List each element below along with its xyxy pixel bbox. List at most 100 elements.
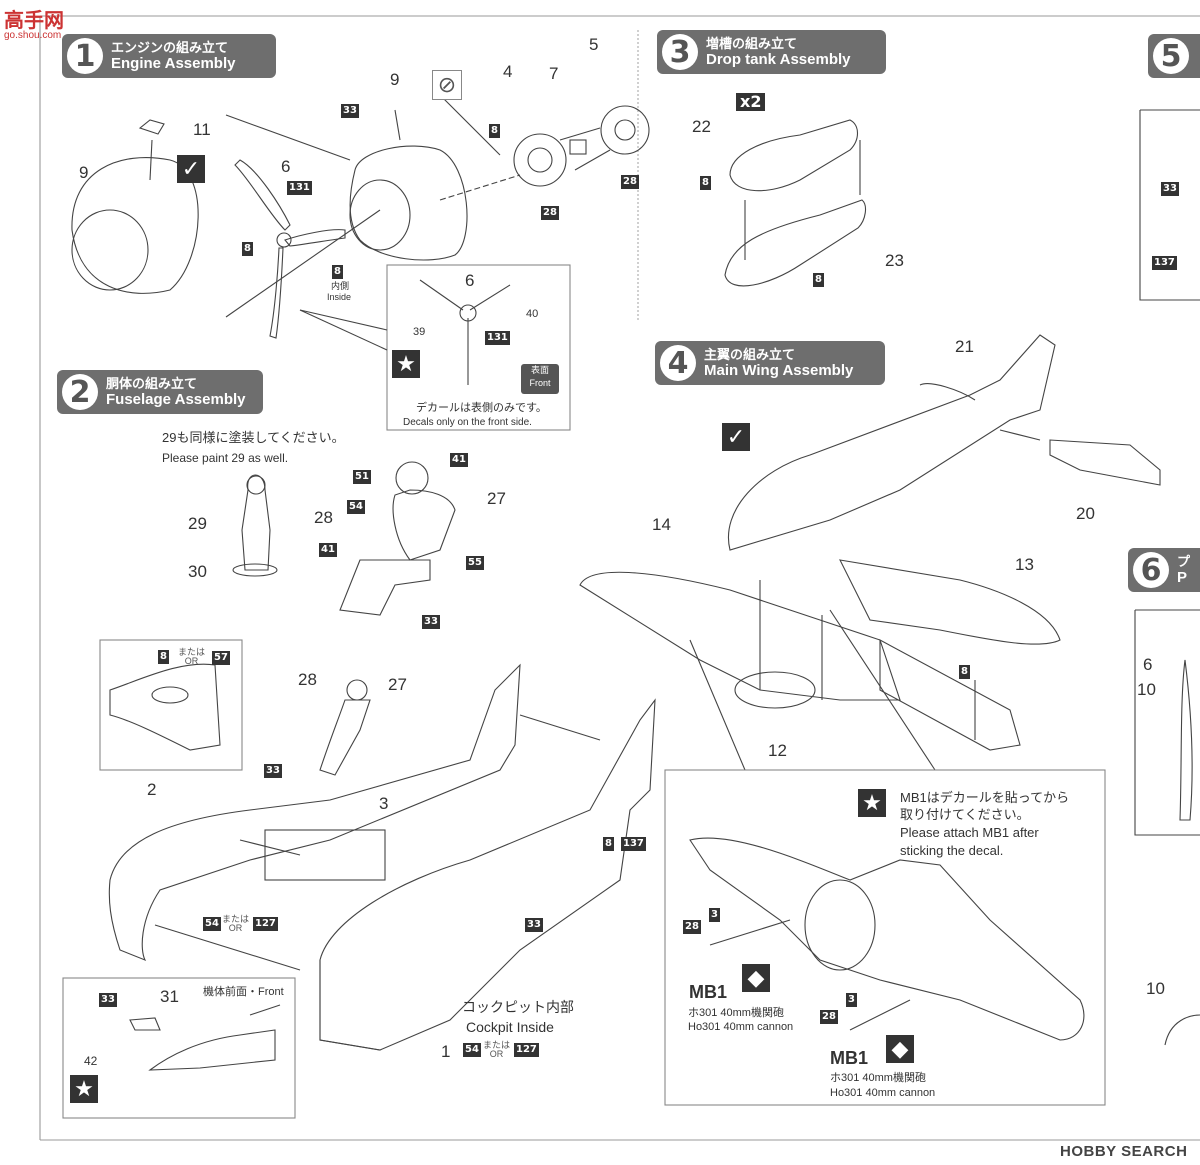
step-title-jp: プ	[1177, 553, 1191, 569]
cockpit-label-jp: コックピット内部	[462, 999, 574, 1015]
part-number: 28	[298, 670, 317, 689]
hobby-search-watermark: HOBBY SEARCH	[1060, 1143, 1188, 1160]
paint-code: 3	[846, 993, 857, 1007]
front-badge-jp: 表面	[530, 365, 549, 375]
paint-code: 131	[485, 331, 510, 345]
step-number: 5	[1153, 38, 1189, 74]
part-number: 31	[160, 987, 179, 1006]
step-title-en: Drop tank Assembly	[706, 50, 851, 68]
part-number: 9	[79, 163, 89, 182]
part-number: 2	[147, 780, 157, 799]
part-number: 10	[1137, 680, 1156, 699]
paint-code: 54	[203, 917, 221, 931]
no-glue-icon: ⊘	[432, 70, 462, 100]
cockpit-label-en: Cockpit Inside	[466, 1019, 554, 1035]
step-number: 4	[660, 345, 696, 381]
paint-code: 55	[466, 556, 484, 570]
step-number: 1	[67, 38, 103, 74]
part-number: 1	[441, 1042, 451, 1061]
decal-note-en: Decals only on the front side.	[403, 417, 532, 428]
part-number: 3	[379, 794, 389, 813]
part-number: 4	[503, 62, 513, 81]
or-jp: または	[178, 647, 206, 657]
paint-code: 8	[242, 242, 253, 256]
paint-code: 8	[813, 273, 824, 287]
paint-code: 8	[489, 124, 500, 138]
paint-code: 33	[99, 993, 117, 1007]
part-number: 27	[388, 675, 407, 694]
paint-stripe-icon: ✓	[177, 155, 205, 183]
or-jp: または	[222, 914, 250, 924]
part-number: 22	[692, 117, 711, 136]
step-title-jp: 主翼の組み立て	[704, 346, 796, 362]
inside-label-jp: 内側	[331, 281, 350, 291]
paint-code: 127	[253, 917, 278, 931]
star-decal-icon: ★	[70, 1075, 98, 1103]
paint-code: 41	[319, 543, 337, 557]
part-number: 13	[1015, 555, 1034, 574]
part-number: 9	[390, 70, 400, 89]
paint-code: 33	[1161, 182, 1179, 196]
star-decal-icon: ★	[858, 789, 886, 817]
paint-code: 8	[332, 265, 343, 279]
cannon-label-jp: ホ301 40mm機関砲	[830, 1072, 926, 1084]
mb1-note-en-1: Please attach MB1 after	[900, 825, 1039, 840]
step-title-jp: 増槽の組み立て	[706, 35, 798, 51]
step-number: 2	[62, 374, 98, 410]
paint-code: 131	[287, 181, 312, 195]
step-title-jp: 胴体の組み立て	[106, 375, 198, 391]
part-number: 42	[84, 1054, 98, 1068]
step-5-header: 5	[1148, 34, 1200, 78]
paint-code: 57	[212, 651, 230, 665]
paint-code: 54	[347, 500, 365, 514]
part-number: 39	[413, 326, 426, 338]
paint-code: 28	[621, 175, 639, 189]
paint-29-note-en: Please paint 29 as well.	[162, 451, 289, 465]
cannon-label-en: Ho301 40mm cannon	[688, 1021, 794, 1033]
paint-code: 8	[603, 837, 614, 851]
paint-code: 8	[959, 665, 970, 679]
paint-code: 8	[700, 176, 711, 190]
mb1-note-jp-1: MB1はデカールを貼ってから	[900, 790, 1070, 805]
decal-diamond-icon: ◆	[742, 964, 770, 992]
part-number: 6	[281, 157, 291, 176]
quantity-badge: x2	[736, 93, 766, 111]
paint-code: 51	[353, 470, 371, 484]
or-en: OR	[228, 923, 243, 933]
part-number: 20	[1076, 504, 1095, 523]
part-number: 30	[188, 562, 207, 581]
decal-diamond-icon: ◆	[886, 1035, 914, 1063]
paint-code: 3	[709, 908, 720, 922]
paint-code: 137	[621, 837, 646, 851]
cannon-label-en: Ho301 40mm cannon	[830, 1087, 936, 1099]
or-en: OR	[489, 1049, 504, 1059]
paint-code: 33	[264, 764, 282, 778]
paint-code: 28	[820, 1010, 838, 1024]
star-decal-icon: ★	[392, 350, 420, 378]
paint-code: 137	[1152, 256, 1177, 270]
step-title-jp: エンジンの組み立て	[111, 39, 229, 55]
paint-code: 127	[514, 1043, 539, 1057]
paint-29-note-jp: 29も同様に塗装してください。	[162, 430, 345, 445]
step-title-en: Engine Assembly	[111, 54, 236, 72]
part-number: 21	[955, 337, 974, 356]
mb1-label: MB1	[689, 982, 728, 1002]
part-number: 40	[526, 308, 539, 320]
paint-code: 33	[422, 615, 440, 629]
watermark-logo: 高手网	[4, 8, 64, 32]
front-badge-en: Front	[529, 378, 551, 388]
part-number: 6	[465, 271, 475, 290]
mb1-note-jp-2: 取り付けてください。	[900, 807, 1030, 822]
part-number: 11	[193, 120, 211, 139]
watermark-url: go.shou.com	[4, 30, 62, 41]
inside-label-en: Inside	[327, 292, 352, 302]
front-direction-label: 機体前面・Front	[203, 986, 284, 998]
front-badge: 表面 Front	[521, 364, 559, 394]
paint-code: 41	[450, 453, 468, 467]
or-jp: または	[483, 1040, 511, 1050]
